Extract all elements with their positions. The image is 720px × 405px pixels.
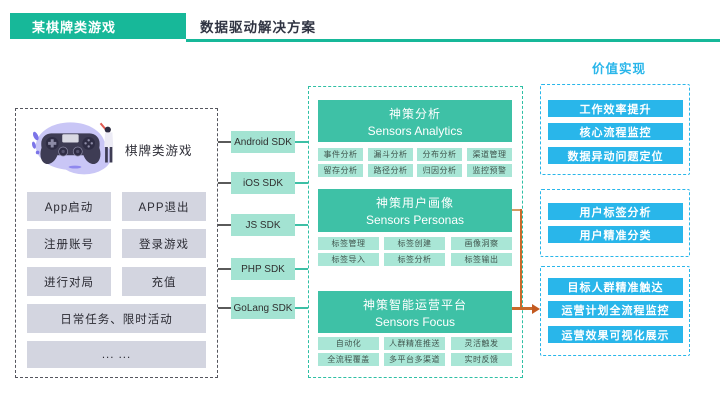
feature-chip: 漏斗分析 [368, 148, 413, 161]
value-group-box [540, 84, 690, 175]
block-title-en: Sensors Analytics [367, 123, 463, 138]
feature-chip: 标签输出 [451, 253, 512, 266]
sdk-box-php: PHP SDK [231, 258, 295, 280]
block-title-en: Sensors Focus [374, 314, 456, 329]
connector-line [295, 141, 308, 143]
value-column-title: 价值实现 [592, 62, 647, 76]
connector-line [520, 209, 522, 309]
feature-chip: 全流程覆盖 [318, 353, 379, 366]
block-sensors-focus: 神策智能运营平台 Sensors Focus [318, 291, 512, 333]
connector-line [295, 182, 308, 184]
game-event-recharge: 充值 [122, 267, 206, 296]
feature-chip: 归因分析 [417, 164, 462, 177]
block-title-zh: 神策分析 [388, 106, 441, 121]
connector-line [295, 268, 308, 270]
page-title: 数据驱动解决方案 [200, 20, 316, 35]
block-title-zh: 神策用户画像 [375, 196, 454, 210]
game-event-app-exit: APP退出 [122, 192, 206, 221]
value-group-box [540, 189, 690, 257]
value-item: 目标人群精准触达 [548, 278, 683, 295]
block-title-en: Sensors Personas [365, 213, 465, 227]
connector-line [218, 141, 231, 143]
game-controller-illustration [31, 122, 114, 175]
sdk-box-js: JS SDK [231, 214, 295, 236]
connector-line [512, 209, 522, 211]
feature-chip: 路径分析 [368, 164, 413, 177]
block-sensors-personas: 神策用户画像 Sensors Personas [318, 189, 512, 232]
connector-arrowhead [532, 303, 540, 314]
block-title-zh: 神策智能运营平台 [362, 297, 467, 312]
value-item: 数据异动问题定位 [548, 147, 683, 164]
feature-chip: 渠道管理 [467, 148, 512, 161]
value-item: 运营效果可视化展示 [548, 326, 683, 343]
game-event-play-match: 进行对局 [27, 267, 111, 296]
feature-chip: 实时反馈 [451, 353, 512, 366]
game-event-register: 注册账号 [27, 229, 111, 258]
sdk-box-ios: iOS SDK [231, 172, 295, 194]
app-title-banner: 某棋牌类游戏 [10, 13, 186, 39]
feature-chip: 画像洞察 [451, 237, 512, 250]
game-panel-label: 棋牌类游戏 [125, 144, 193, 158]
connector-line [218, 268, 231, 270]
value-group-box [540, 266, 690, 356]
connector-line [218, 307, 231, 309]
feature-chip: 多平台多渠道 [384, 353, 445, 366]
feature-chip: 人群精准推送 [384, 337, 445, 350]
sensors-platform-box [308, 86, 523, 378]
connector-line [512, 307, 533, 310]
feature-chip: 自动化 [318, 337, 379, 350]
feature-chip: 标签导入 [318, 253, 379, 266]
feature-chip: 灵活触发 [451, 337, 512, 350]
connector-line [295, 224, 308, 226]
sdk-box-android: Android SDK [231, 131, 295, 153]
title-underline [186, 39, 720, 42]
connector-line [218, 182, 231, 184]
feature-chip: 标签创建 [384, 237, 445, 250]
feature-chip: 标签分析 [384, 253, 445, 266]
game-event-more: ... ... [27, 341, 206, 368]
value-item: 核心流程监控 [548, 123, 683, 140]
game-event-login: 登录游戏 [122, 229, 206, 258]
game-event-app-launch: App启动 [27, 192, 111, 221]
block-sensors-analytics: 神策分析 Sensors Analytics [318, 100, 512, 142]
value-item: 工作效率提升 [548, 100, 683, 117]
feature-chip: 监控预警 [467, 164, 512, 177]
value-item: 运营计划全流程监控 [548, 301, 683, 318]
connector-line [218, 224, 231, 226]
feature-chip: 事件分析 [318, 148, 363, 161]
feature-chip: 分布分析 [417, 148, 462, 161]
feature-chip: 标签管理 [318, 237, 379, 250]
game-panel-box [15, 108, 218, 378]
game-event-daily-tasks: 日常任务、限时活动 [27, 304, 206, 333]
value-item: 用户精准分类 [548, 226, 683, 243]
sdk-box-golang: GoLang SDK [231, 297, 295, 319]
value-item: 用户标签分析 [548, 203, 683, 220]
feature-chip: 留存分析 [318, 164, 363, 177]
connector-line [295, 307, 308, 309]
